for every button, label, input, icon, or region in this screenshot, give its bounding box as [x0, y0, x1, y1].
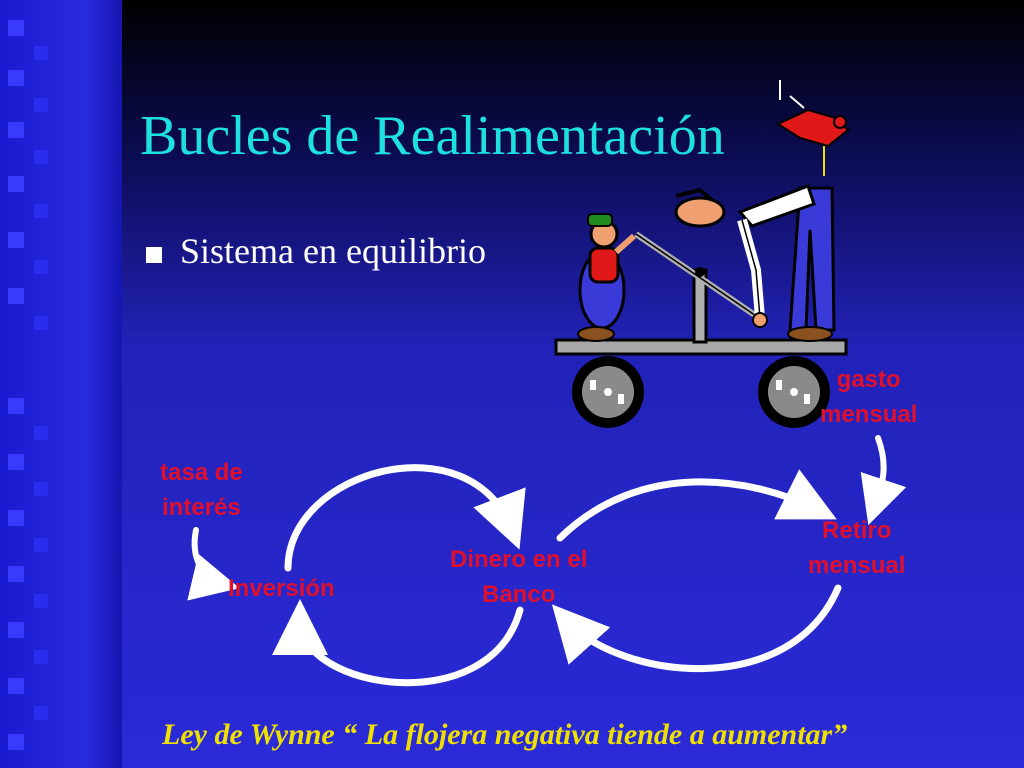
short-man [577, 213, 636, 342]
arrow-dinero-to-retiro [556, 469, 837, 542]
bullet-text: Sistema en equilibrio [180, 231, 486, 271]
tall-man [674, 184, 836, 342]
feedback-arrows [187, 435, 907, 687]
right-wheel [758, 356, 830, 428]
label-retiro-mensual: Retiro mensual [808, 513, 905, 583]
bullet-marker [146, 247, 162, 263]
label-gasto-line2: mensual [820, 401, 918, 428]
left-wheel [572, 356, 644, 428]
arrow-dinero-to-inversion [272, 599, 524, 687]
label-tasa-de-interes: tasa de interés [160, 455, 243, 525]
arrow-gasto-to-retiro [860, 435, 907, 526]
label-dinero-line1: Dinero en el [450, 546, 588, 573]
label-dinero-line2: Banco [482, 581, 556, 608]
left-decor-stripe [0, 0, 122, 768]
handcar-illustration [554, 80, 850, 428]
label-gasto-mensual: gasto mensual [820, 362, 917, 432]
label-retiro-line1: Retiro [822, 517, 892, 544]
label-retiro-line2: mensual [808, 552, 906, 579]
red-bird [775, 80, 850, 176]
footer-quote: Ley de Wynne “ La flojera negativa tiend… [162, 718, 848, 751]
arrow-retiro-to-dinero [551, 584, 842, 672]
label-gasto-line1: gasto [836, 366, 901, 393]
label-tasa-line2: interés [162, 494, 241, 521]
label-inversion: Inversión [228, 575, 335, 602]
label-tasa-line1: tasa de [160, 459, 243, 486]
arrow-tasa-to-inversion [187, 527, 240, 601]
label-dinero-en-el-banco: Dinero en el Banco [450, 542, 587, 612]
arrow-inversion-to-dinero [284, 464, 526, 572]
slide-title: Bucles de Realimentación [140, 105, 725, 167]
